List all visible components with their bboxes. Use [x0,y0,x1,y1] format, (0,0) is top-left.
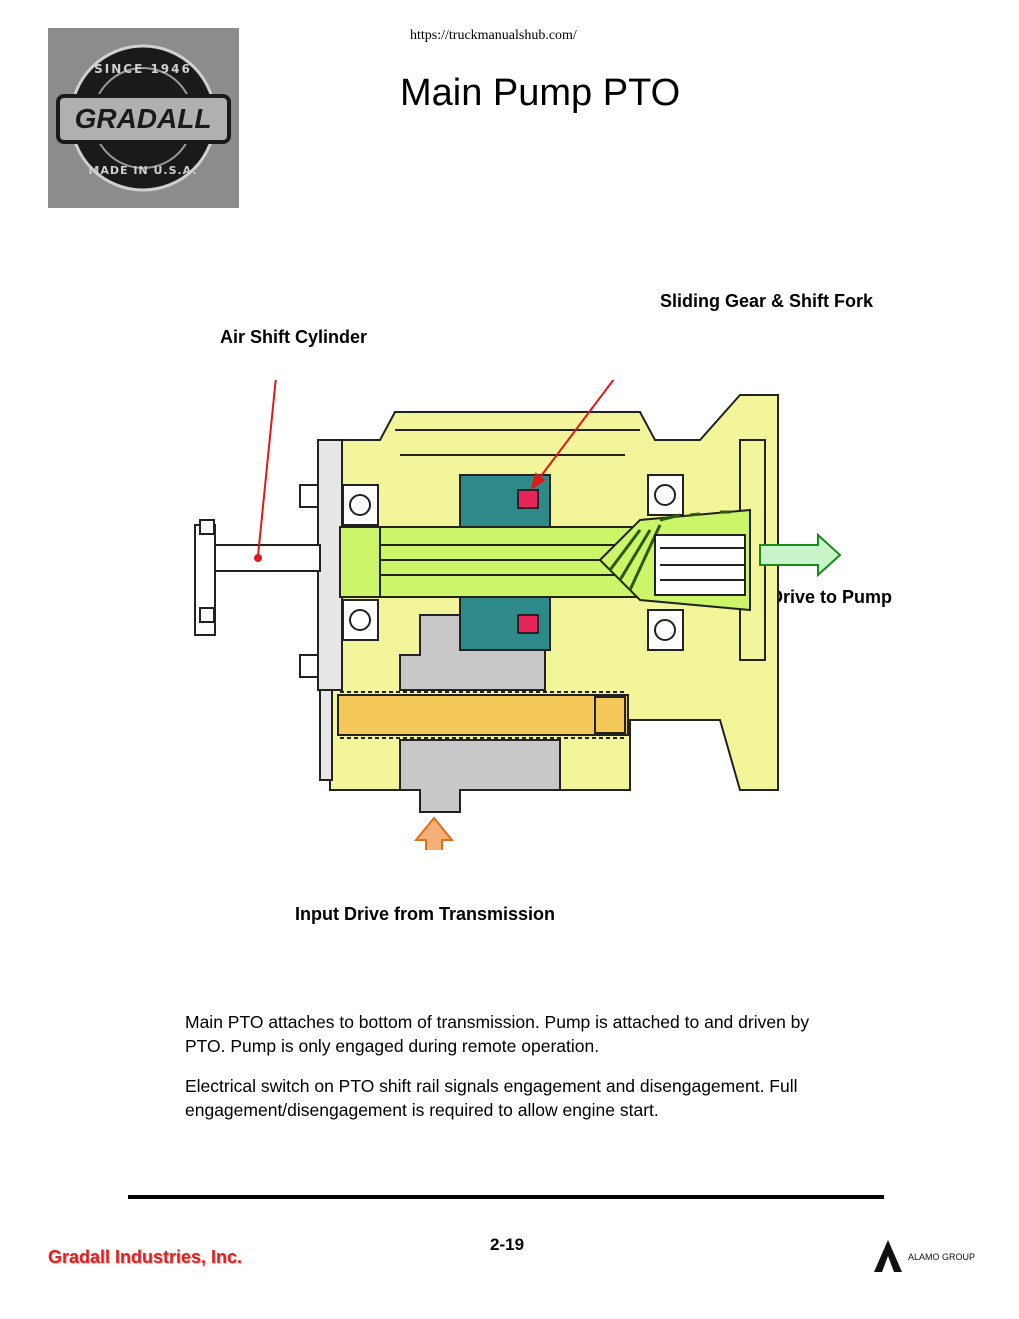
pointer-sliding-gear [531,380,615,489]
pointer-lines [254,380,615,562]
shift-fork-pad-lower [517,614,539,634]
pointer-air-shift [257,380,277,557]
drive-to-pump-arrow [759,532,842,578]
page-number: 2-19 [490,1235,525,1254]
label-input-drive: Input Drive from Transmission [295,904,556,924]
pointer-dot [254,554,262,562]
footer-rule [128,1195,884,1199]
input-drive-arrow [413,816,455,850]
alamo-logo-text: ALAMO GROUP [908,1252,975,1262]
page-title: Main Pump PTO [400,72,681,114]
label-drive-to-pump: Drive to Pump [770,587,893,607]
shift-fork-pad-upper [517,489,539,509]
paragraph-1: Main PTO attaches to bottom of transmiss… [185,1012,810,1056]
pointer-arrowhead [530,472,546,491]
logo-ring-bottom: MADE IN U.S.A. [88,164,197,177]
alamo-group-logo: ALAMO GROUP [872,1236,987,1276]
logo-brand-text: GRADALL [75,103,212,134]
paragraph-2: Electrical switch on PTO shift rail sign… [185,1076,798,1120]
company-name: Gradall Industries, Inc. [48,1247,243,1267]
air-shift-cylinder [194,519,321,636]
bearings [342,474,684,651]
gradall-logo: GRADALL SINCE 1946 MADE IN U.S.A. [48,28,239,208]
sliding-gear [459,474,551,651]
input-gear [399,614,561,813]
logo-ring-top: SINCE 1946 [94,62,192,76]
pto-cutaway-diagram [194,380,842,850]
main-shaft [339,508,751,612]
label-air-shift-cylinder: Air Shift Cylinder [220,327,368,347]
counter-shaft [337,691,629,739]
label-sliding-gear: Sliding Gear & Shift Fork [660,291,874,311]
body-text: Main PTO attaches to bottom of transmiss… [185,1010,845,1138]
